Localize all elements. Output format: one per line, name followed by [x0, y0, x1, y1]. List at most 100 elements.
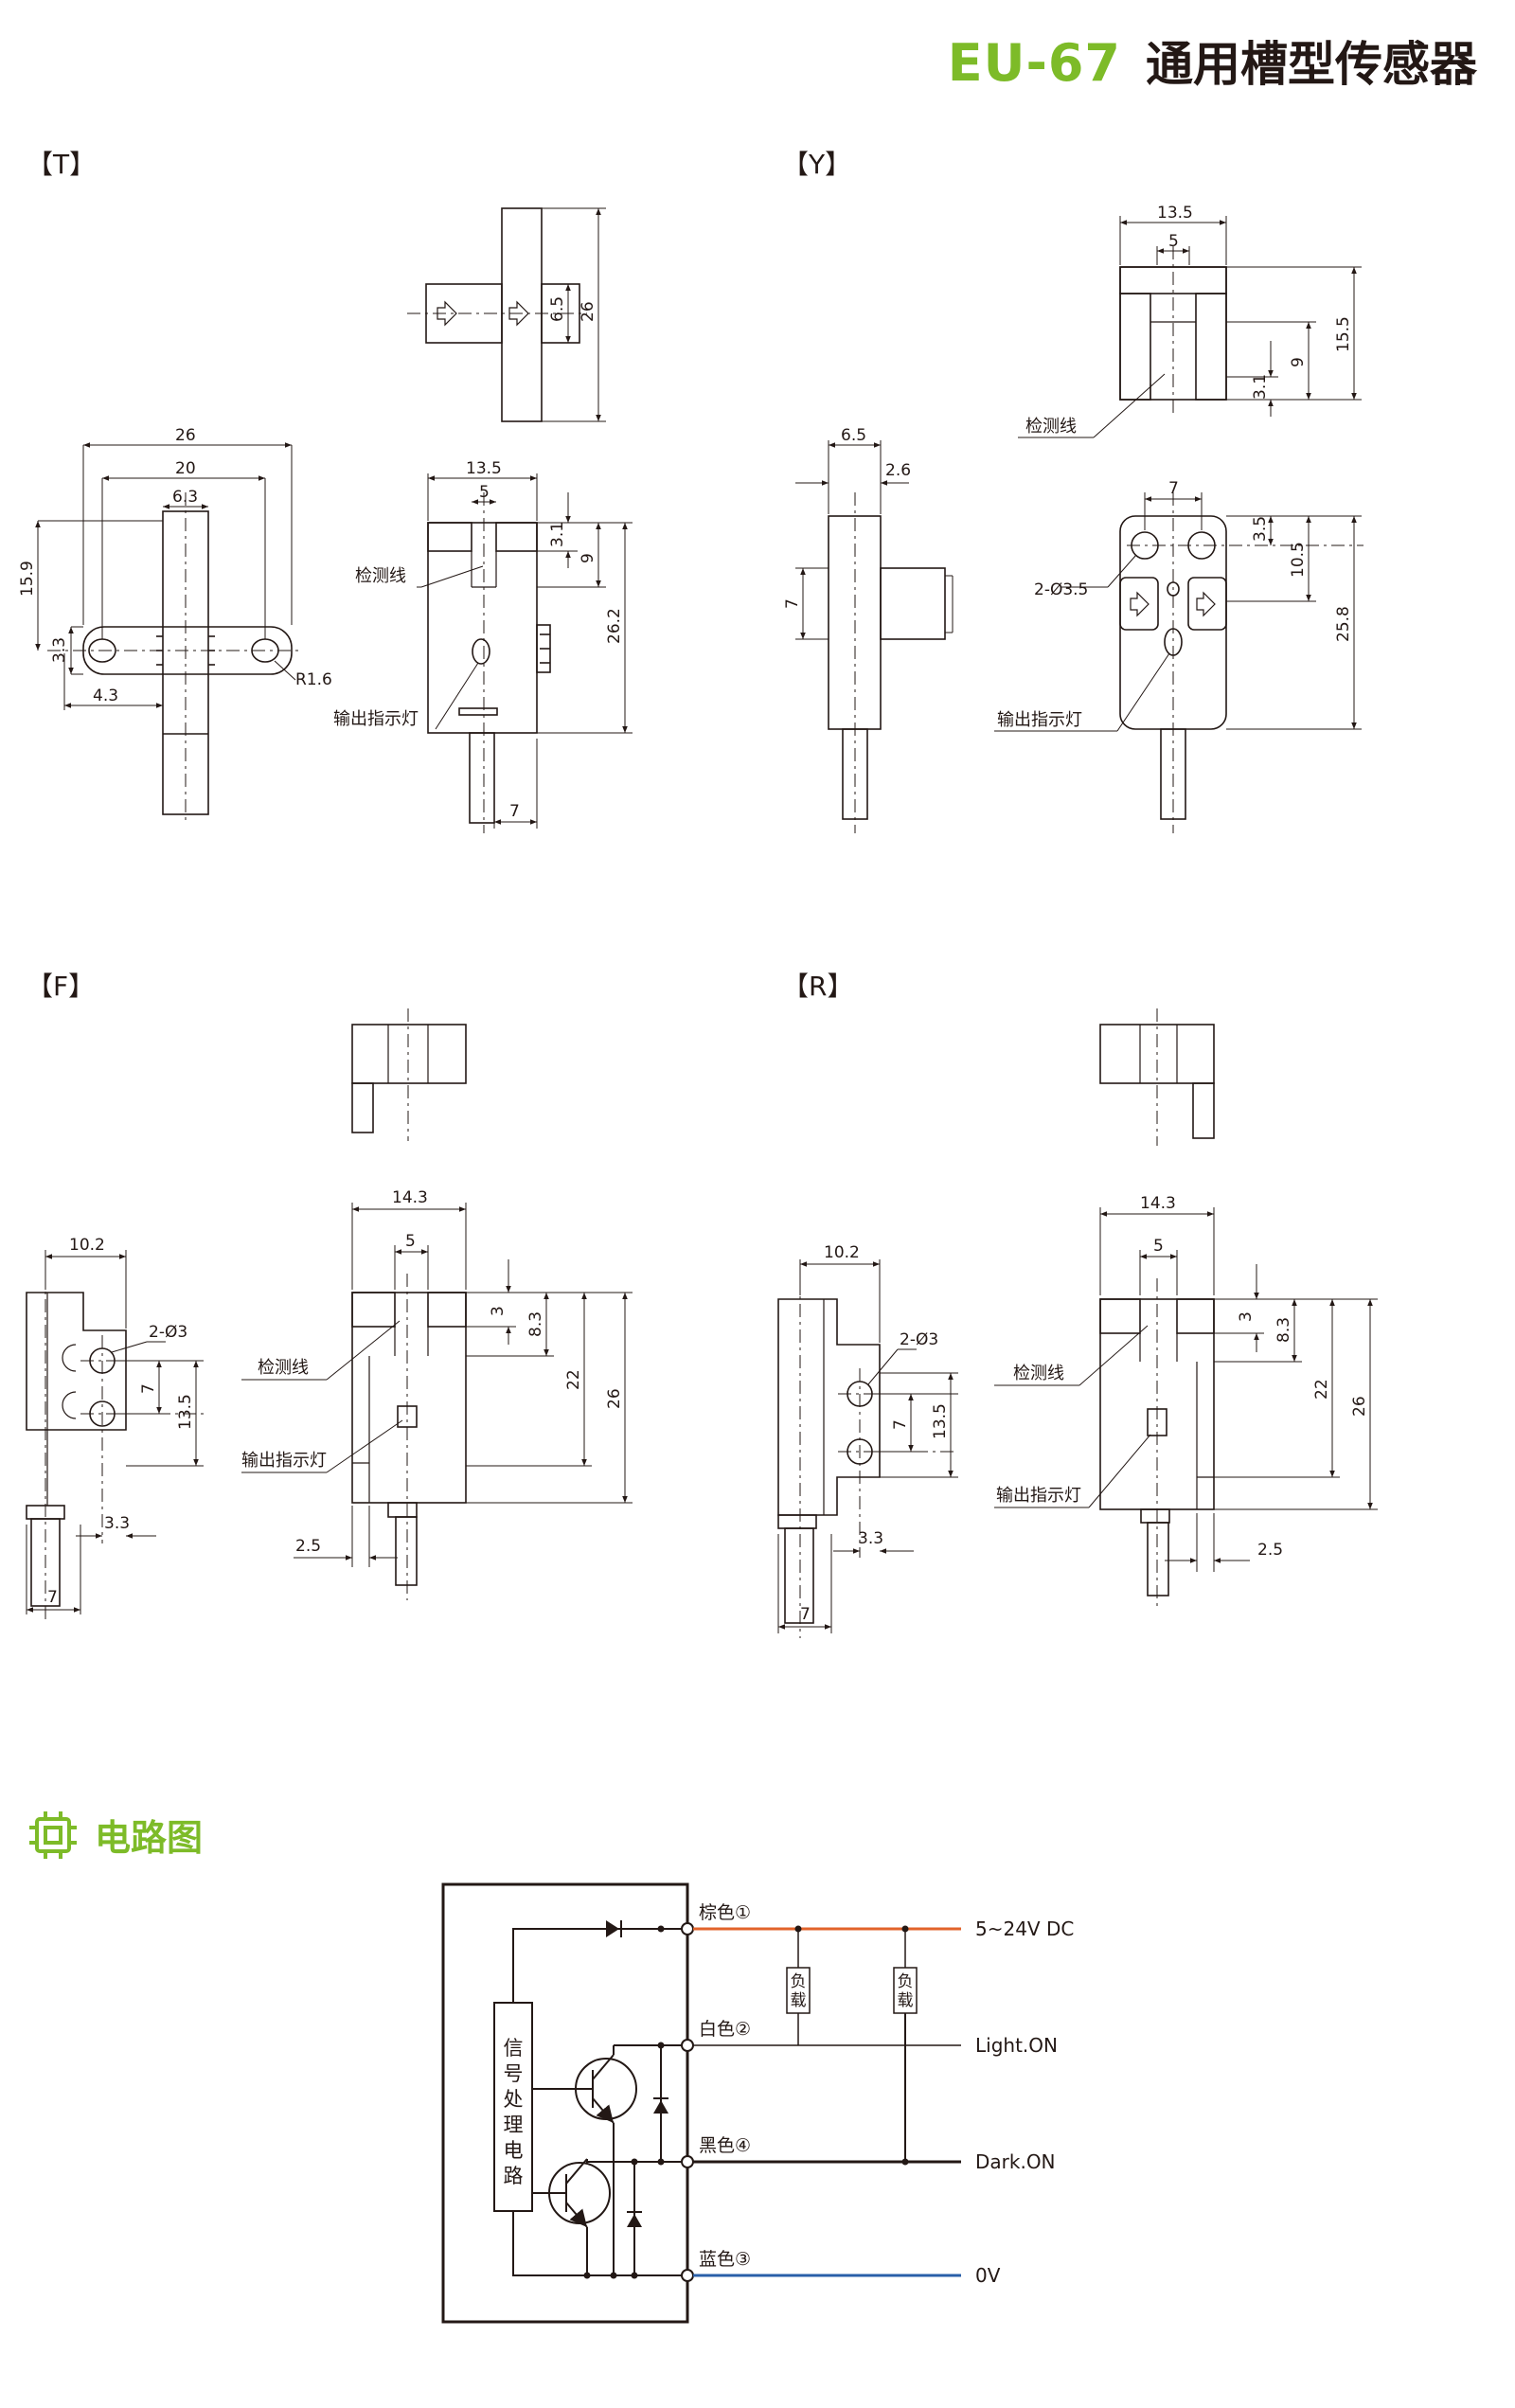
f-dim-83: 8.3 — [526, 1311, 545, 1337]
chip-icon — [29, 1811, 77, 1859]
r-dim-5: 5 — [1153, 1237, 1164, 1256]
block-char-2: 号 — [504, 2062, 524, 2085]
f-dim-7: 7 — [139, 1383, 158, 1394]
model-number: EU-67 — [947, 33, 1121, 93]
y-dim-35: 3.5 — [1251, 516, 1270, 542]
f-dimension-labels: 10.2 2-Ø3 7 13.5 3.3 7 14.3 5 3 8.3 22 2… — [47, 1188, 624, 1607]
f-dim-33: 3.3 — [104, 1514, 130, 1533]
product-title: 通用槽型传感器 — [1146, 37, 1477, 92]
t-dim-offset: 4.3 — [93, 687, 118, 705]
f-dim-22: 22 — [564, 1369, 583, 1390]
block-char-4: 理 — [504, 2114, 524, 2136]
r-dim-26: 26 — [1350, 1396, 1369, 1417]
t-dim-slot-5: 5 — [479, 483, 490, 502]
r-dim-3: 3 — [1237, 1311, 1256, 1322]
f-front-view — [241, 1203, 633, 1600]
r-dim-25: 2.5 — [1257, 1541, 1283, 1560]
y-dimension-labels: 13.5 5 15.5 9 3.1 6.5 2.6 7 7 3.5 10.5 2… — [783, 204, 1353, 730]
terminal-brown: 棕色① — [699, 1902, 751, 1923]
variant-label-f: 【F】 — [27, 971, 96, 1002]
y-dim-135: 13.5 — [1157, 204, 1193, 223]
terminal-white: 白色② — [699, 2019, 751, 2040]
t-dim-31: 3.1 — [548, 522, 567, 547]
t-side-view — [417, 473, 633, 833]
t-dim-7: 7 — [509, 802, 520, 821]
t-dim-side-135: 13.5 — [466, 459, 502, 478]
r-label-detect-line: 检测线 — [1013, 1364, 1064, 1383]
t-dim-height: 15.9 — [18, 561, 37, 597]
r-dim-143: 14.3 — [1140, 1194, 1176, 1213]
block-char-3: 处 — [504, 2088, 524, 2111]
y-dim-31: 3.1 — [1251, 374, 1270, 400]
load-1-char-2: 载 — [791, 1991, 807, 2010]
y-dim-26: 2.6 — [885, 461, 911, 480]
f-dim-25: 2.5 — [295, 1537, 321, 1556]
y-label-detect-line: 检测线 — [1025, 417, 1077, 437]
r-top-view — [1099, 1008, 1215, 1146]
t-dim-flange: 3.3 — [50, 637, 69, 663]
f-dim-holes: 2-Ø3 — [149, 1323, 187, 1342]
f-label-output-led: 输出指示灯 — [241, 1451, 327, 1471]
block-char-5: 电 — [504, 2139, 524, 2162]
terminal-blue: 蓝色③ — [699, 2249, 751, 2270]
t-label-detect-line: 检测线 — [355, 566, 406, 586]
y-dim-155: 15.5 — [1334, 316, 1353, 352]
dimension-drawings: 26 20 6.3 15.9 3.3 4.3 R1.6 6.5 26 13.5 … — [18, 204, 1378, 1638]
r-dim-7: 7 — [891, 1419, 910, 1430]
output-light-on: Light.ON — [975, 2034, 1058, 2057]
t-dim-body-width: 6.3 — [172, 488, 198, 507]
y-dim-9: 9 — [1289, 357, 1308, 367]
load-1-char-1: 负 — [791, 1972, 807, 1991]
y-label-output-led: 输出指示灯 — [997, 710, 1082, 730]
r-label-output-led: 输出指示灯 — [996, 1486, 1081, 1506]
t-dim-9: 9 — [579, 553, 597, 563]
signal-processing-block — [493, 2002, 533, 2212]
f-dim-143: 14.3 — [392, 1188, 428, 1207]
terminal-black: 黑色④ — [699, 2135, 751, 2156]
f-dim-7-base: 7 — [47, 1588, 58, 1607]
variant-label-r: 【R】 — [782, 971, 854, 1002]
y-dim-65: 6.5 — [841, 426, 866, 445]
page-header: EU-67 通用槽型传感器 — [948, 27, 1477, 93]
y-top-view — [1018, 216, 1362, 438]
block-char-6: 路 — [504, 2165, 524, 2187]
f-dim-5: 5 — [405, 1232, 416, 1251]
r-dim-holes: 2-Ø3 — [900, 1330, 938, 1349]
load-2-char-2: 载 — [898, 1991, 914, 2010]
variant-label-y: 【Y】 — [782, 149, 852, 180]
t-dim-width-26: 26 — [175, 426, 196, 445]
r-front-view — [994, 1207, 1378, 1610]
t-dim-hole-pitch: 20 — [175, 459, 196, 478]
t-dim-radius: R1.6 — [295, 670, 332, 689]
y-side-view — [795, 440, 954, 833]
circuit-section-title: 电路图 — [95, 1817, 204, 1859]
f-dim-135: 13.5 — [176, 1394, 195, 1430]
r-side-view — [777, 1259, 958, 1638]
f-label-detect-line: 检测线 — [258, 1358, 309, 1378]
f-dim-102: 10.2 — [69, 1236, 105, 1255]
load-2-char-1: 负 — [898, 1972, 914, 1991]
y-front-view — [994, 492, 1364, 833]
f-side-view — [26, 1250, 208, 1619]
r-dim-22: 22 — [1312, 1379, 1331, 1400]
y-dim-105: 10.5 — [1289, 542, 1308, 578]
r-dimension-labels: 10.2 2-Ø3 7 13.5 3.3 7 14.3 5 3 8.3 22 2… — [800, 1194, 1369, 1624]
output-supply: 5~24V DC — [975, 1917, 1074, 1940]
variant-label-t: 【T】 — [27, 149, 97, 180]
r-dim-33: 3.3 — [858, 1529, 883, 1548]
t-dimension-labels: 26 20 6.3 15.9 3.3 4.3 R1.6 6.5 26 13.5 … — [18, 296, 624, 821]
t-top-view — [407, 207, 606, 422]
f-top-view — [351, 1008, 467, 1141]
block-char-1: 信 — [504, 2037, 524, 2060]
y-dim-7-side: 7 — [783, 598, 802, 609]
r-dim-135: 13.5 — [931, 1403, 950, 1439]
f-dim-3: 3 — [489, 1306, 508, 1316]
r-dim-7-base: 7 — [800, 1605, 811, 1624]
t-dim-262: 26.2 — [605, 608, 624, 644]
t-label-output-led: 输出指示灯 — [333, 709, 419, 729]
r-dim-83: 8.3 — [1274, 1317, 1293, 1343]
y-dim-5: 5 — [1168, 232, 1179, 251]
t-dim-top-26: 26 — [579, 301, 597, 322]
y-dim-258: 25.8 — [1334, 606, 1353, 642]
t-dim-top-65: 6.5 — [548, 296, 567, 322]
